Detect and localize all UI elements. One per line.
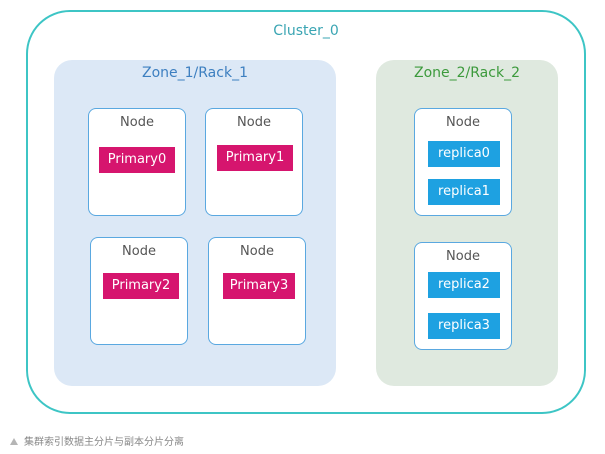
node-5: Node replica0 replica1 <box>414 108 512 216</box>
replica-shard-0: replica0 <box>428 141 500 167</box>
node-6: Node replica2 replica3 <box>414 242 512 350</box>
replica-shard-2: replica2 <box>428 272 500 298</box>
replica-shard-1: replica1 <box>428 179 500 205</box>
zone-1-rack-1: Zone_1/Rack_1 Node Primary0 Node Primary… <box>54 60 336 386</box>
zone-title: Zone_2/Rack_2 <box>414 65 520 81</box>
triangle-icon <box>10 438 18 445</box>
zone-2-rack-2: Zone_2/Rack_2 Node replica0 replica1 Nod… <box>376 60 558 386</box>
primary-shard-1: Primary1 <box>217 145 293 171</box>
node-2: Node Primary1 <box>205 108 303 216</box>
node-title: Node <box>446 249 480 264</box>
caption-text: 集群索引数据主分片与副本分片分离 <box>24 437 184 448</box>
node-title: Node <box>122 244 156 259</box>
node-title: Node <box>240 244 274 259</box>
cluster-title: Cluster_0 <box>273 23 339 39</box>
figure-caption: 集群索引数据主分片与副本分片分离 <box>10 433 184 448</box>
node-1: Node Primary0 <box>88 108 186 216</box>
zone-title: Zone_1/Rack_1 <box>142 65 248 81</box>
replica-shard-3: replica3 <box>428 313 500 339</box>
node-title: Node <box>120 115 154 130</box>
primary-shard-0: Primary0 <box>99 147 175 173</box>
primary-shard-3: Primary3 <box>223 273 295 299</box>
node-4: Node Primary3 <box>208 237 306 345</box>
primary-shard-2: Primary2 <box>103 273 179 299</box>
node-3: Node Primary2 <box>90 237 188 345</box>
cluster-container: Cluster_0 <box>26 10 586 414</box>
node-title: Node <box>237 115 271 130</box>
node-title: Node <box>446 115 480 130</box>
